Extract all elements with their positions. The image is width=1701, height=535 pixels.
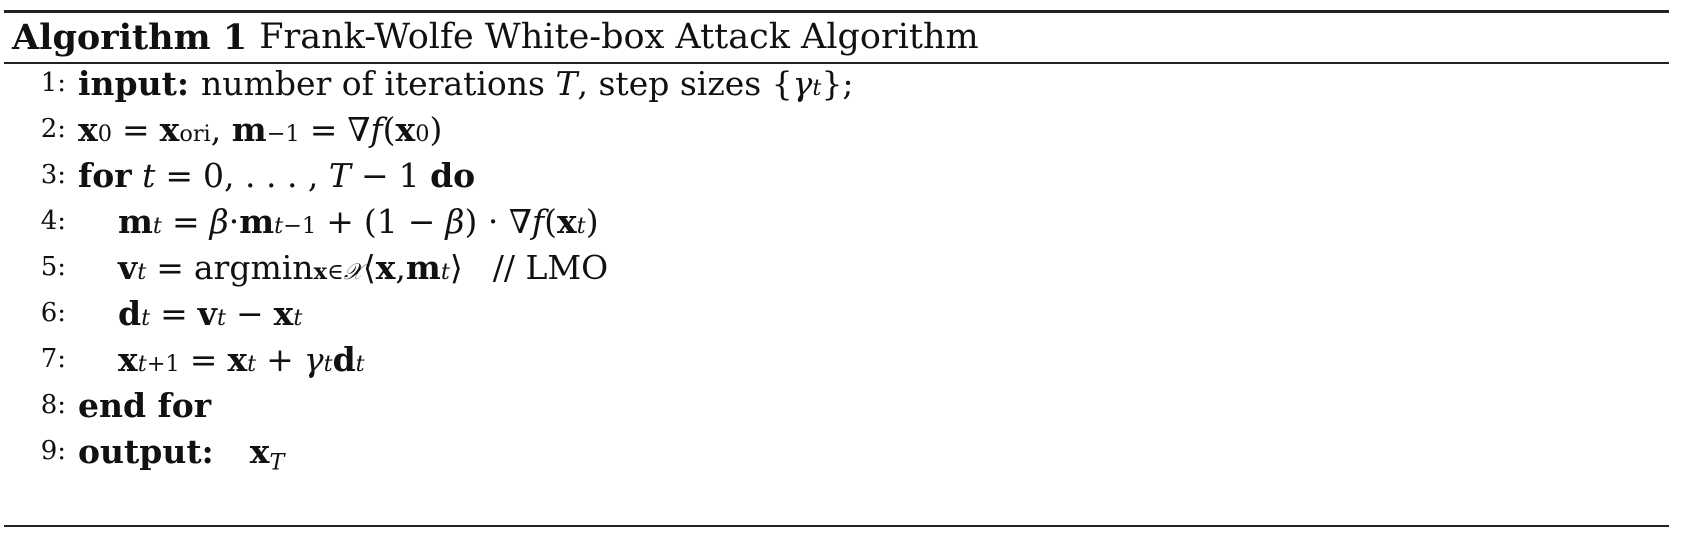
line-number: 8: — [40, 390, 66, 420]
lmo-comment: // LMO — [492, 247, 609, 287]
loop-range: t=0, . . . , T−1 — [142, 155, 420, 195]
bottom-rule — [4, 525, 1669, 527]
input-text: number of iterations — [201, 63, 545, 103]
var-T: T — [555, 63, 578, 103]
top-rule — [4, 10, 1669, 13]
output-keyword: output: — [78, 431, 214, 471]
line-number: 1: — [40, 68, 66, 98]
algorithm-line-1: 1: input: number of iterations T, step s… — [0, 58, 854, 108]
input-keyword: input: — [78, 63, 190, 103]
line-number: 6: — [40, 298, 66, 328]
input-end: }; — [821, 63, 854, 103]
output-value: xT — [249, 431, 285, 476]
line-number: 2: — [40, 114, 66, 144]
for-keyword: for — [78, 155, 132, 195]
input-text-2: , step sizes { — [577, 63, 793, 103]
line-number: 7: — [40, 344, 66, 374]
end-for-keyword: end for — [78, 385, 212, 425]
do-keyword: do — [430, 155, 476, 195]
line-number: 3: — [40, 160, 66, 190]
gamma-symbol: γ — [792, 63, 813, 103]
line-number: 5: — [40, 252, 66, 282]
algorithm-label: Algorithm 1 — [12, 16, 248, 58]
algorithm-line-3: 3: for t=0, . . . , T−1 do — [0, 150, 476, 200]
algorithm-caption: Algorithm 1 Frank-Wolfe White-box Attack… — [12, 14, 979, 60]
caption-rule — [4, 62, 1669, 64]
algorithm-line-8: 8: end for — [0, 380, 211, 430]
line-number: 9: — [40, 436, 66, 466]
line-number: 4: — [40, 206, 66, 236]
argmin-operator: argmin — [193, 247, 314, 287]
algorithm-line-9: 9: output: xT — [0, 426, 285, 476]
algorithm-title: Frank-Wolfe White-box Attack Algorithm — [259, 17, 979, 57]
